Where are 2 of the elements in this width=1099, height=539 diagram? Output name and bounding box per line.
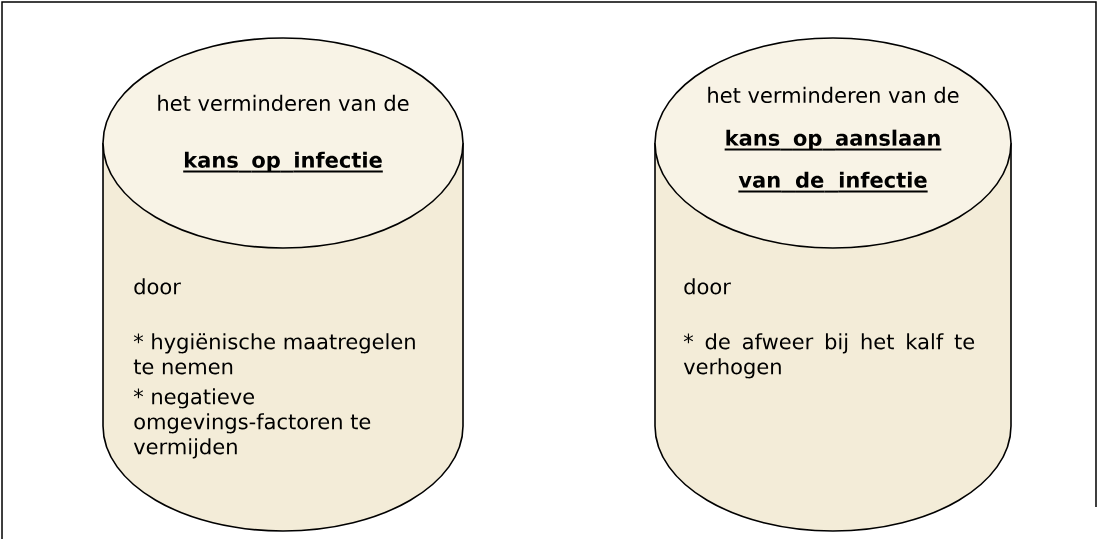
heading-text: het verminderen van de (158, 94, 409, 112)
heading-text: het verminderen van de (708, 86, 959, 104)
